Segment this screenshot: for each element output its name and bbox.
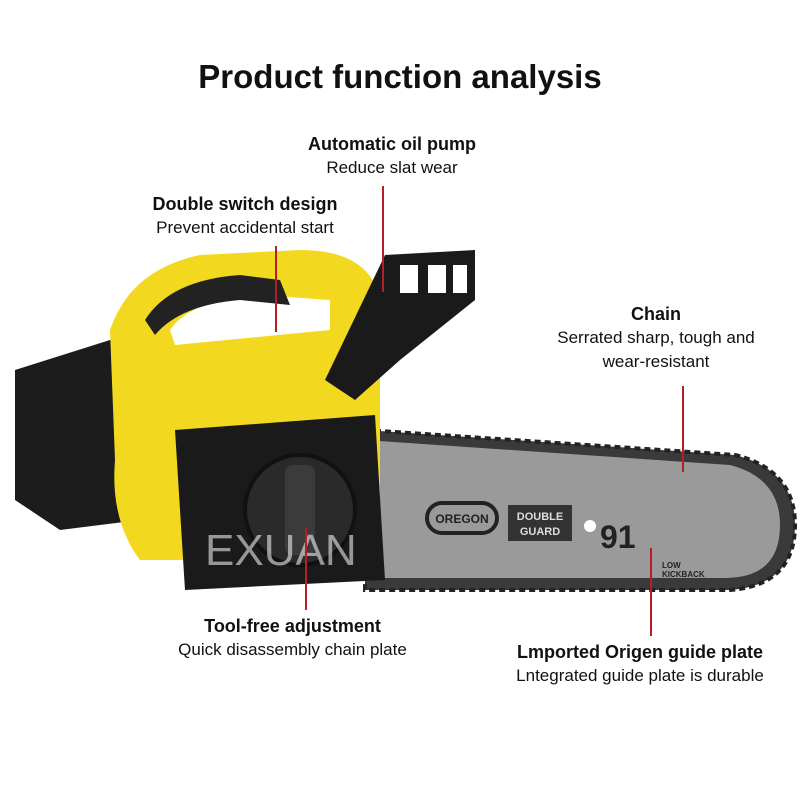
svg-text:GUARD: GUARD [520, 526, 560, 538]
oregon-logo: OREGON [425, 501, 499, 535]
watermark: EXUAN [205, 526, 357, 575]
page-title: Product function analysis [198, 58, 602, 95]
svg-text:DOUBLE: DOUBLE [517, 511, 563, 523]
svg-text:OREGON: OREGON [435, 512, 488, 526]
svg-text:LOW: LOW [662, 561, 681, 570]
model-number: 91 [600, 519, 636, 555]
svg-text:KICKBACK: KICKBACK [662, 570, 705, 579]
pointer-adjust [305, 528, 307, 610]
annotation-oil-pump: Automatic oil pump Reduce slat wear [308, 134, 476, 177]
pointer-guide [650, 548, 652, 636]
pointer-switch [275, 246, 277, 332]
annotation-adjustment: Tool-free adjustment Quick disassembly c… [178, 616, 407, 659]
annotation-guide-plate: Lmported Origen guide plate Lntegrated g… [516, 642, 764, 685]
annotation-chain: Chain Serrated sharp, tough and wear-res… [557, 304, 755, 371]
double-guard-logo: DOUBLE GUARD [508, 505, 572, 541]
guide-bar [365, 440, 780, 578]
pointer-chain [682, 386, 684, 472]
battery-pack [15, 340, 140, 530]
pointer-oil-pump [382, 186, 384, 292]
annotation-switch: Double switch design Prevent accidental … [152, 194, 338, 237]
